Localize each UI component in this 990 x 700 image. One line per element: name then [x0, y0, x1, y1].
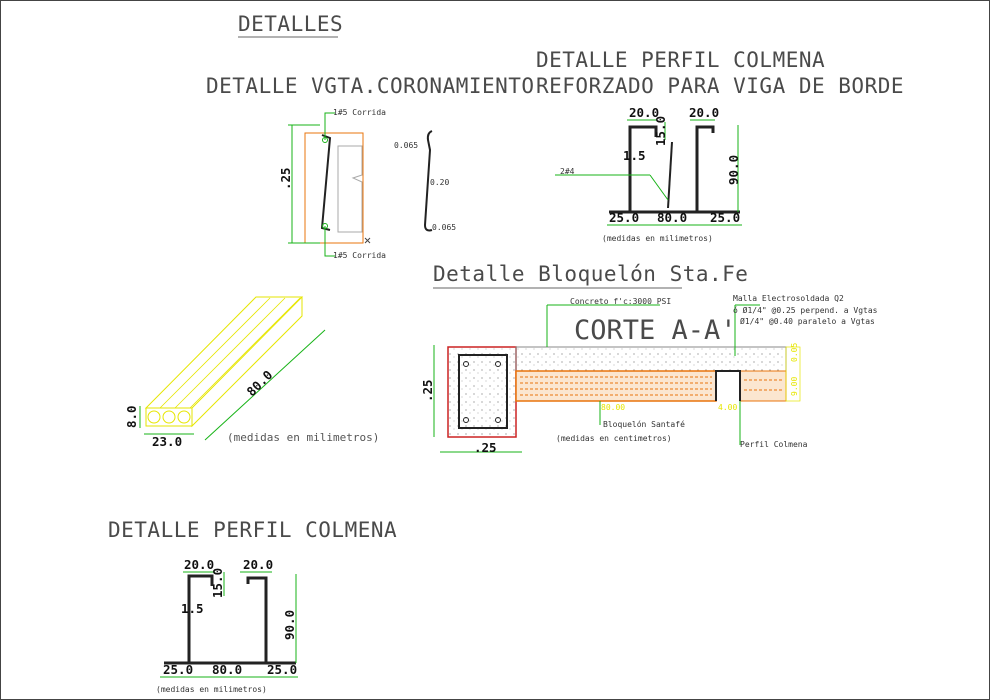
corte-dim-d: 0.05: [790, 343, 799, 362]
vgta-height: .25: [278, 167, 293, 190]
title-perfil: DETALLE PERFIL COLMENA: [108, 518, 397, 542]
perfil-reforzado-detail: 20.0 20.0 15.0 1.5 90.0 2#4 25.0 80.0 25…: [555, 105, 742, 243]
p-top-left: 20.0: [184, 557, 214, 572]
p-bottom-mid: 80.0: [212, 662, 242, 677]
title-bloquelon: Detalle Bloquelón Sta.Fe: [433, 262, 748, 286]
pr-thickness: 1.5: [623, 148, 646, 163]
vgta-detail: 1#5 Corrida 1#5 Corrida .25 0.065 0.20 0…: [278, 108, 456, 260]
title-perfil-reforzado-2: REFORZADO PARA VIGA DE BORDE: [536, 74, 904, 98]
title-perfil-reforzado-1: DETALLE PERFIL COLMENA: [536, 48, 825, 72]
pr-height: 90.0: [726, 155, 741, 185]
corte-units: (medidas en centimetros): [556, 434, 672, 443]
bloque-isometric: 80.0 23.0 8.0 (medidas en milimetros): [124, 296, 379, 449]
title-detalles: DETALLES: [238, 12, 343, 36]
vgta-bottom-note: 1#5 Corrida: [333, 251, 386, 260]
corte-dim-a: 80.00: [601, 403, 625, 412]
bloque-height: 8.0: [124, 405, 139, 428]
corte-dim-c: 9.00: [790, 377, 799, 396]
pr-bar-note: 2#4: [560, 167, 575, 176]
bloque-units: (medidas en milimetros): [227, 431, 379, 444]
title-corte: CORTE A-A': [574, 315, 737, 346]
corte-concrete-note: Concreto f'c:3000 PSI: [570, 297, 671, 306]
p-lip: 15.0: [210, 568, 225, 598]
bloque-width: 23.0: [152, 434, 182, 449]
pr-bottom-mid: 80.0: [657, 210, 687, 225]
corte-height: .25: [420, 379, 435, 402]
corte-width: .25: [474, 440, 497, 455]
vgta-dim-mid: 0.20: [430, 178, 449, 187]
perfil-detail: 20.0 20.0 15.0 1.5 90.0 25.0 80.0 25.0 (…: [156, 557, 298, 694]
pr-lip: 15.0: [653, 116, 668, 146]
corte-block-label: Bloquelón Santafé: [603, 419, 685, 429]
bloque-length: 80.0: [244, 367, 276, 399]
corte-perfil-label: Perfil Colmena: [740, 440, 808, 449]
corte-malla-1: Malla Electrosoldada Q2: [733, 294, 844, 303]
pr-top-left: 20.0: [629, 105, 659, 120]
vgta-dim-top: 0.065: [394, 141, 418, 150]
corte-section: Concreto f'c:3000 PSI Malla Electrosolda…: [420, 294, 878, 455]
pr-top-right: 20.0: [689, 105, 719, 120]
p-bottom-left: 25.0: [163, 662, 193, 677]
pr-units: (medidas en milimetros): [602, 234, 713, 243]
p-thickness: 1.5: [181, 601, 204, 616]
p-bottom-right: 25.0: [267, 662, 297, 677]
corte-malla-3: Ø1/4" @0.40 paralelo a Vgtas: [740, 316, 875, 326]
corte-dim-b: 4.00: [718, 403, 737, 412]
p-height: 90.0: [282, 610, 297, 640]
pr-bottom-right: 25.0: [710, 210, 740, 225]
corte-malla-2: ó Ø1/4" @0.25 perpend. a Vgtas: [733, 305, 878, 315]
vgta-dim-bot: 0.065: [432, 223, 456, 232]
title-vgta: DETALLE VGTA.CORONAMIENTO: [206, 74, 535, 98]
pr-bottom-left: 25.0: [609, 210, 639, 225]
vgta-top-note: 1#5 Corrida: [333, 108, 386, 117]
p-units: (medidas en milimetros): [156, 685, 267, 694]
p-top-right: 20.0: [243, 557, 273, 572]
